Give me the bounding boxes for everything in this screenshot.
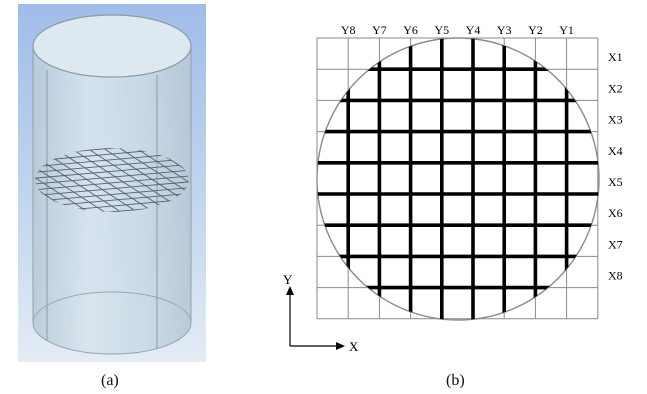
mesh-bar [61, 152, 149, 210]
y-axis-label: Y [283, 272, 293, 287]
column-labels: Y8 Y7 Y6 Y5 Y4 Y3 Y2 Y1 [341, 23, 574, 37]
mesh-bar [35, 159, 172, 175]
column-label: Y6 [403, 23, 418, 37]
mesh-bar [35, 154, 120, 212]
rebar-lines [317, 38, 599, 320]
mesh-bar [60, 190, 189, 206]
row-label: X7 [608, 237, 623, 251]
mesh-bar [104, 148, 189, 206]
mesh-bar [35, 149, 156, 165]
row-label: X8 [608, 269, 623, 283]
axes-indicator: Y X [283, 272, 359, 354]
column-label: Y4 [466, 23, 481, 37]
rebar-mesh [35, 148, 189, 212]
mesh-bar [68, 195, 189, 211]
row-label: X1 [608, 50, 623, 64]
column-label: Y1 [559, 23, 574, 37]
mesh-bar [118, 148, 189, 204]
row-label: X3 [608, 113, 623, 127]
mesh-bar [52, 185, 189, 201]
column-label: Y5 [434, 23, 449, 37]
column-label: Y3 [497, 23, 512, 37]
reference-grid [316, 37, 599, 320]
column-label: Y2 [528, 23, 543, 37]
mesh-bar [35, 154, 164, 170]
row-label: X5 [608, 175, 623, 189]
row-label: X4 [608, 144, 623, 158]
cylinder-top [32, 14, 192, 78]
mesh-bar [35, 164, 180, 180]
cylinder-panel [18, 4, 206, 362]
column-label: Y8 [341, 23, 356, 37]
row-label: X2 [608, 81, 623, 95]
mesh-bar [36, 175, 189, 190]
mesh-bar [35, 157, 92, 212]
cylinder-bottom-back [32, 291, 192, 324]
mesh-bar [35, 156, 106, 212]
y-arrowhead [286, 286, 294, 295]
mesh-bar [75, 150, 163, 208]
caption-b: (b) [446, 372, 465, 389]
column-label: Y7 [372, 23, 387, 37]
mesh-bar [132, 148, 189, 203]
x-arrowhead [336, 342, 345, 350]
caption-a: (a) [101, 372, 119, 389]
mesh-bar [89, 149, 178, 207]
x-axis-label: X [349, 339, 359, 354]
mesh-bar [46, 153, 135, 211]
row-label: X6 [608, 206, 623, 220]
boundary-circle [316, 37, 600, 321]
mesh-bar [44, 180, 189, 196]
mesh-bar [35, 170, 188, 185]
